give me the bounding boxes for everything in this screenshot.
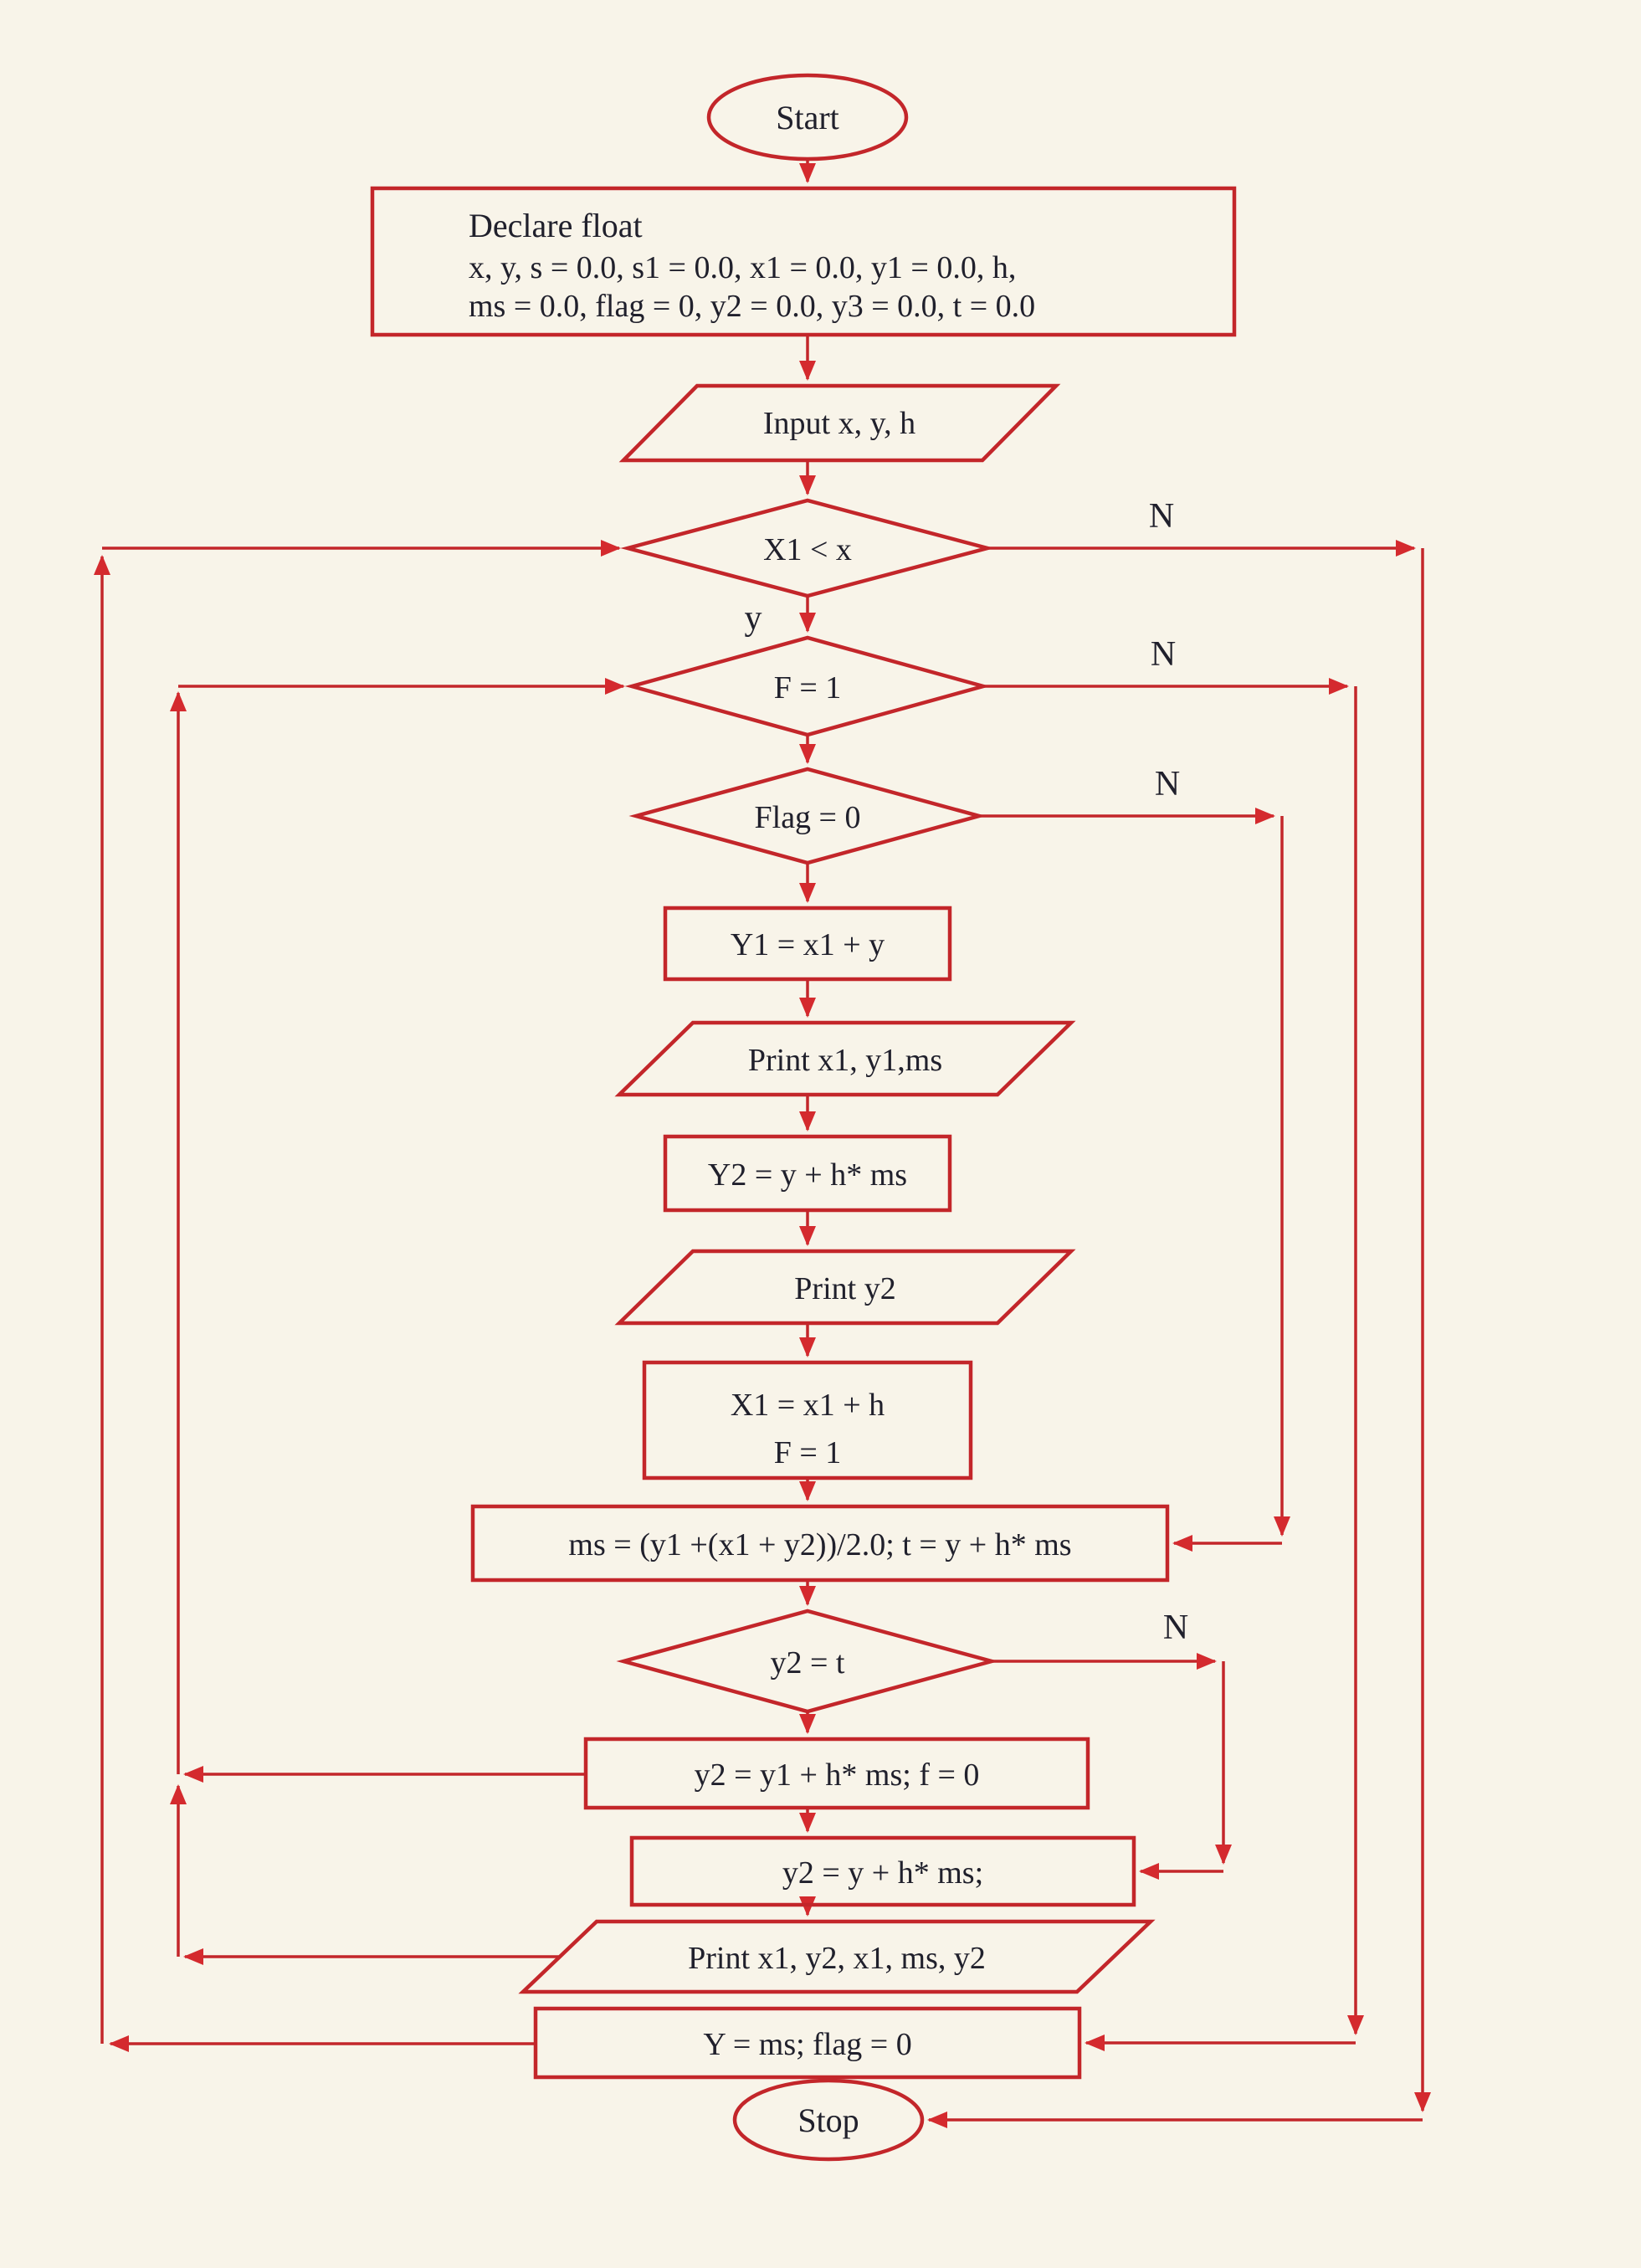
print1-label: Print x1, y1,ms bbox=[748, 1043, 942, 1078]
decision-x1-label: X1 < x bbox=[763, 532, 852, 567]
print2-label: Print y2 bbox=[794, 1271, 895, 1306]
stop-node bbox=[732, 2078, 925, 2162]
decision-y2t-diamond bbox=[616, 1609, 999, 1714]
print2-parallelogram bbox=[614, 1249, 1076, 1326]
input-label: Input x, y, h bbox=[763, 406, 915, 441]
assign-ms-box bbox=[470, 1504, 1170, 1583]
decision-y2t-no-label: N bbox=[1163, 1609, 1188, 1647]
assign-y1-box bbox=[663, 906, 952, 982]
decision-flag-no-label: N bbox=[1155, 765, 1180, 803]
decision-x1-diamond bbox=[620, 498, 995, 598]
declare-box bbox=[370, 186, 1237, 337]
start-node bbox=[706, 73, 909, 162]
assign-y2c-box bbox=[629, 1835, 1136, 1907]
assign-x1-line1: X1 = x1 + h bbox=[731, 1388, 885, 1423]
decision-f-diamond bbox=[624, 635, 991, 737]
assign-y2b-label: y2 = y1 + h* ms; f = 0 bbox=[695, 1757, 980, 1793]
decision-f-label: F = 1 bbox=[774, 670, 842, 706]
assign-y1-label: Y1 = x1 + y bbox=[731, 927, 885, 962]
decision-x1-no-label: N bbox=[1149, 497, 1174, 536]
declare-line3: ms = 0.0, flag = 0, y2 = 0.0, y3 = 0.0, … bbox=[469, 289, 1035, 324]
assign-x1-box bbox=[642, 1360, 973, 1480]
declare-line1: Declare float bbox=[469, 207, 643, 244]
decision-y2t-label: y2 = t bbox=[771, 1645, 845, 1680]
decision-x1-yes-label: y bbox=[745, 599, 762, 638]
decision-flag-label: Flag = 0 bbox=[755, 800, 861, 835]
start-label: Start bbox=[776, 99, 839, 136]
assign-ms-label: ms = (y1 +(x1 + y2))/2.0; t = y + h* ms bbox=[568, 1527, 1071, 1562]
input-parallelogram bbox=[618, 383, 1061, 463]
print1-parallelogram bbox=[614, 1020, 1076, 1097]
print3-parallelogram bbox=[518, 1919, 1156, 1994]
decision-f-no-label: N bbox=[1151, 635, 1176, 674]
declare-line2: x, y, s = 0.0, s1 = 0.0, x1 = 0.0, y1 = … bbox=[469, 250, 1016, 285]
assign-y2-box bbox=[663, 1134, 952, 1213]
assign-y-label: Y = ms; flag = 0 bbox=[703, 2027, 911, 2062]
assign-y2-label: Y2 = y + h* ms bbox=[708, 1157, 907, 1193]
print3-label: Print x1, y2, x1, ms, y2 bbox=[688, 1941, 986, 1976]
assign-y2b-box bbox=[583, 1737, 1090, 1810]
decision-flag-diamond bbox=[628, 767, 987, 865]
assign-y-box bbox=[533, 2006, 1082, 2080]
assign-x1-line2: F = 1 bbox=[774, 1435, 842, 1470]
assign-y2c-label: y2 = y + h* ms; bbox=[782, 1855, 983, 1891]
stop-label: Stop bbox=[797, 2101, 859, 2139]
